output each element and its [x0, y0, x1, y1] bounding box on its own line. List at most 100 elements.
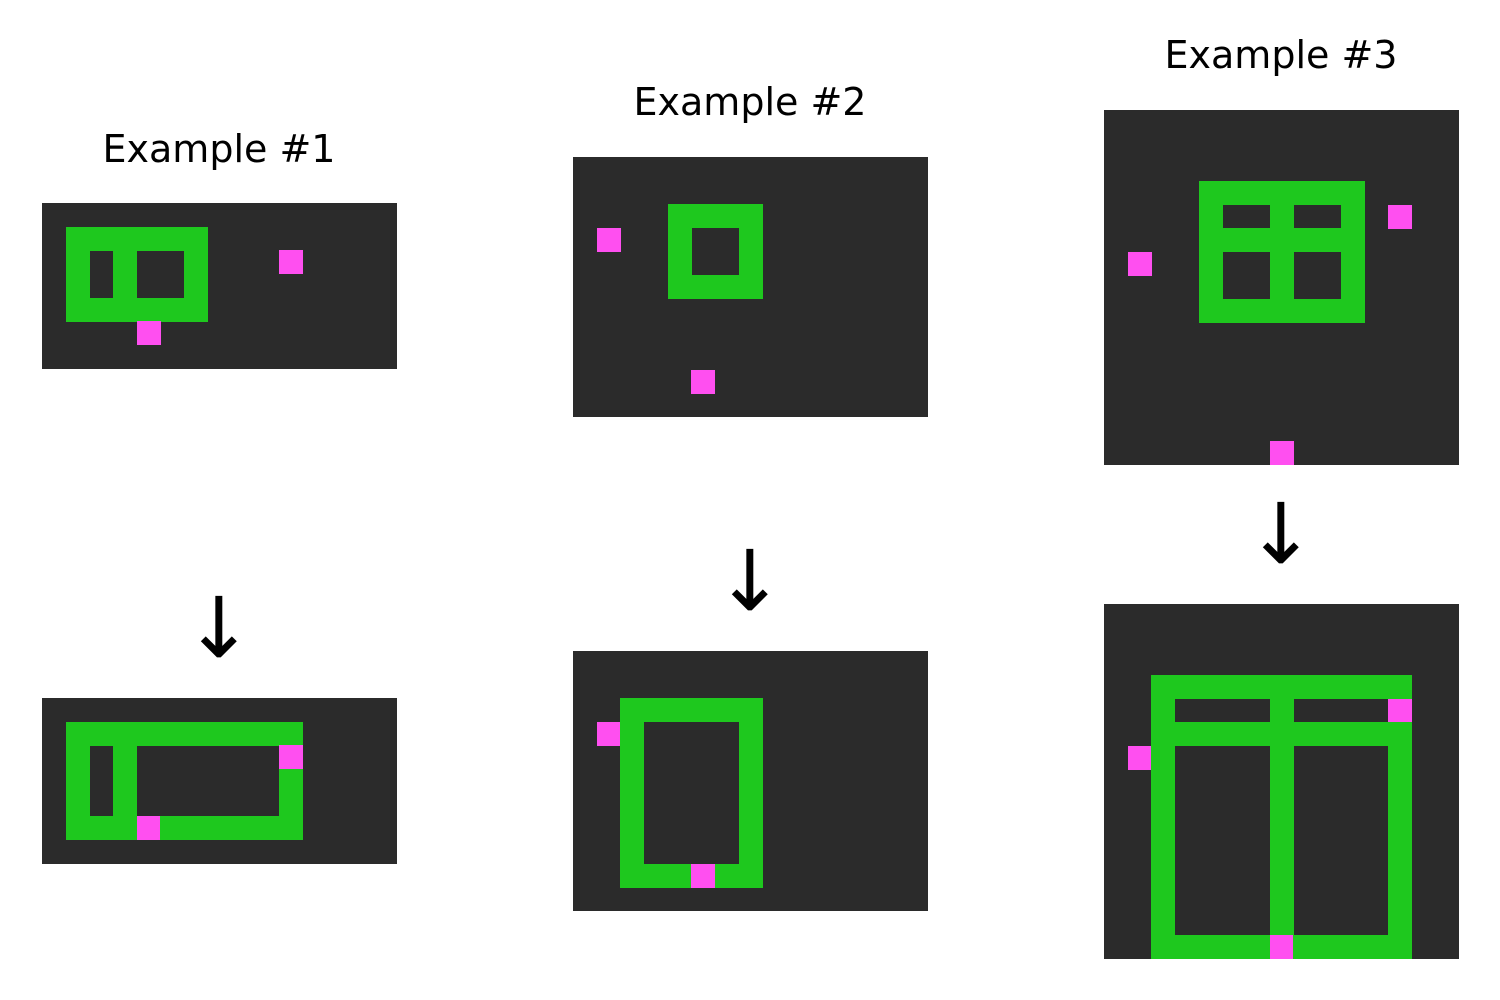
example-2-input-grid — [573, 157, 928, 418]
green-cell — [620, 793, 645, 817]
green-cell — [1388, 769, 1412, 794]
green-cell — [89, 721, 114, 746]
example-3-title: Example #3 — [1164, 33, 1398, 77]
green-cell — [644, 864, 668, 888]
green-cell — [278, 721, 303, 746]
green-cell — [1151, 793, 1176, 818]
green-cell — [65, 297, 90, 322]
example-1-input-grid — [42, 203, 397, 369]
green-cell — [1388, 911, 1412, 936]
magenta-cell — [136, 321, 161, 346]
green-cell — [1269, 275, 1294, 300]
green-cell — [1246, 675, 1270, 699]
green-cell — [1364, 675, 1389, 699]
green-cell — [620, 745, 645, 770]
green-cell — [738, 840, 763, 865]
green-cell — [65, 721, 90, 746]
green-cell — [113, 250, 137, 275]
green-cell — [1269, 840, 1294, 865]
green-cell — [255, 816, 279, 841]
green-cell — [1151, 769, 1176, 794]
green-cell — [691, 204, 716, 229]
green-cell — [1340, 722, 1365, 747]
example-2-output-grid — [573, 651, 928, 912]
green-cell — [667, 864, 692, 888]
green-cell — [184, 816, 208, 841]
green-cell — [620, 840, 645, 865]
green-cell — [738, 864, 763, 888]
green-cell — [1151, 746, 1176, 770]
green-cell — [89, 226, 114, 251]
green-cell — [738, 228, 763, 252]
magenta-cell — [596, 722, 621, 746]
green-cell — [667, 204, 692, 229]
green-cell — [1293, 181, 1318, 205]
green-cell — [1151, 935, 1176, 960]
green-cell — [1340, 675, 1365, 699]
green-cell — [136, 297, 161, 322]
green-cell — [1269, 911, 1294, 936]
green-cell — [1246, 722, 1270, 747]
magenta-cell — [1269, 935, 1294, 960]
green-cell — [255, 721, 279, 746]
green-cell — [113, 721, 137, 746]
green-cell — [1340, 275, 1365, 300]
green-cell — [278, 816, 303, 841]
green-cell — [113, 816, 137, 841]
green-cell — [1293, 722, 1318, 747]
green-cell — [65, 250, 90, 275]
green-cell — [738, 275, 763, 300]
green-cell — [1269, 888, 1294, 912]
green-cell — [1388, 888, 1412, 912]
green-cell — [738, 745, 763, 770]
green-cell — [184, 250, 208, 275]
green-cell — [667, 251, 692, 276]
green-cell — [1293, 675, 1318, 699]
green-cell — [1151, 722, 1176, 747]
green-cell — [1317, 722, 1341, 747]
example-1-output-grid — [42, 698, 397, 864]
green-cell — [1151, 675, 1176, 699]
magenta-cell — [1127, 252, 1152, 276]
green-cell — [1388, 935, 1412, 960]
green-cell — [1198, 204, 1223, 229]
green-cell — [738, 793, 763, 817]
green-cell — [1388, 817, 1412, 841]
green-cell — [1340, 299, 1365, 324]
green-cell — [65, 792, 90, 817]
green-cell — [1388, 840, 1412, 865]
green-cell — [1340, 935, 1365, 960]
green-cell — [715, 204, 739, 229]
green-cell — [1246, 935, 1270, 960]
green-cell — [691, 698, 716, 723]
green-cell — [1222, 228, 1247, 253]
green-cell — [136, 721, 161, 746]
green-cell — [1198, 675, 1223, 699]
example-3-input-grid — [1104, 110, 1459, 466]
green-cell — [715, 698, 739, 723]
green-cell — [278, 792, 303, 817]
green-cell — [738, 769, 763, 794]
magenta-cell — [1388, 204, 1412, 229]
green-cell — [1222, 935, 1247, 960]
green-cell — [1151, 817, 1176, 841]
green-cell — [1198, 935, 1223, 960]
green-cell — [1246, 181, 1270, 205]
green-cell — [1293, 228, 1318, 253]
green-cell — [1340, 204, 1365, 229]
green-cell — [160, 226, 185, 251]
green-cell — [65, 274, 90, 298]
green-cell — [160, 816, 185, 841]
green-cell — [620, 722, 645, 746]
green-cell — [207, 721, 232, 746]
green-cell — [1269, 817, 1294, 841]
green-cell — [1269, 793, 1294, 818]
green-cell — [184, 297, 208, 322]
green-cell — [1175, 935, 1199, 960]
green-cell — [1198, 252, 1223, 276]
green-cell — [65, 226, 90, 251]
green-cell — [1317, 675, 1341, 699]
green-cell — [620, 864, 645, 888]
green-cell — [184, 721, 208, 746]
